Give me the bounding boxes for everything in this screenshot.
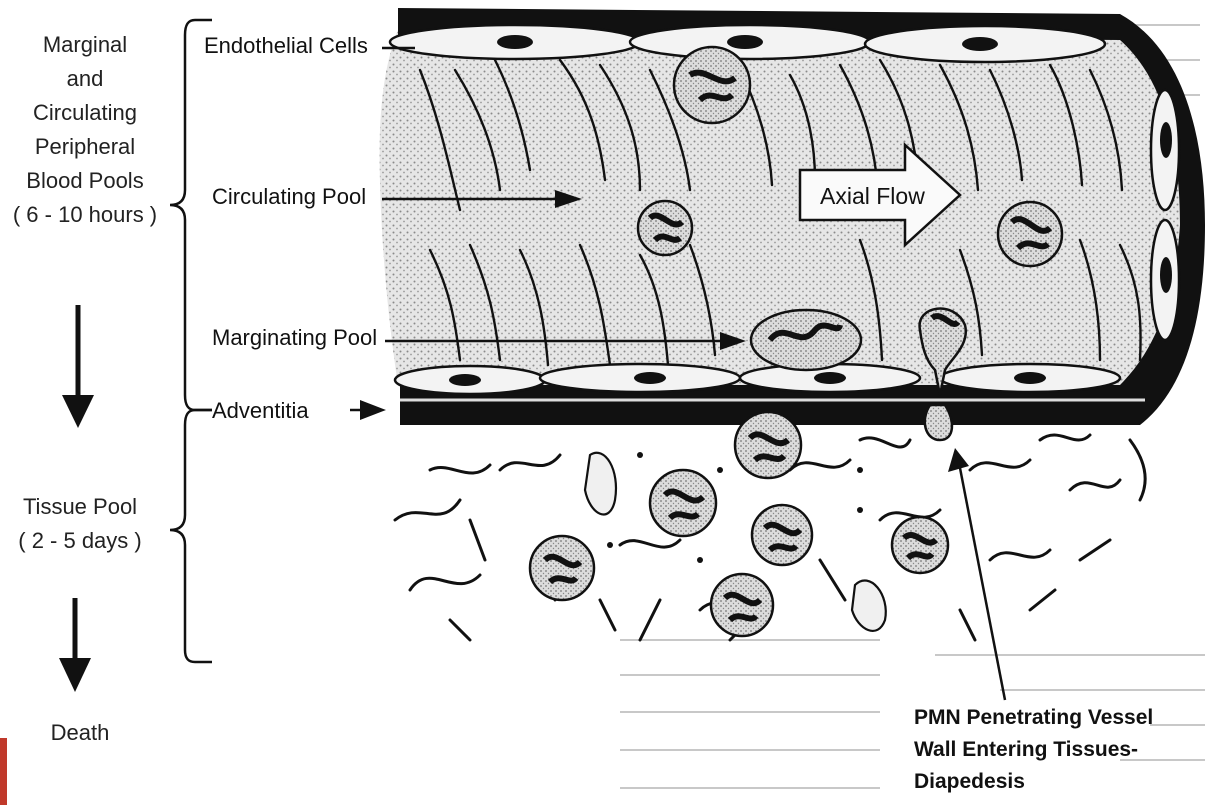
diapedesis-line: PMN Penetrating Vessel [914,702,1153,734]
blood-pool-line: and [0,62,170,96]
circulating-pool-label: Circulating Pool [212,184,366,210]
diapedesis-pointer [948,448,1005,700]
endothelial-nucleus [962,37,998,51]
tissue-pool-bracket [170,410,212,662]
blood-pool-label: Marginal and Circulating Peripheral Bloo… [0,28,170,232]
down-arrow-to-tissue [62,305,94,428]
tissue-pool-line: Tissue Pool [0,490,160,524]
endothelial-nucleus [1160,257,1172,293]
death-label: Death [30,716,130,750]
marginating-pool-label: Marginating Pool [212,325,377,351]
left-brackets [170,20,212,662]
tissue-pool-label: Tissue Pool ( 2 - 5 days ) [0,490,160,558]
adventitia-label: Adventitia [212,398,309,424]
endothelial-nucleus [634,372,666,384]
diapedesis-label: PMN Penetrating Vessel Wall Entering Tis… [914,702,1153,798]
endothelial-nucleus [449,374,481,386]
endothelial-nucleus [727,35,763,49]
blood-pool-line: Blood Pools [0,164,170,198]
endothelial-nucleus [814,372,846,384]
blood-pool-line: Peripheral [0,130,170,164]
diapedesis-line: Diapedesis [914,766,1153,798]
blood-pool-line: Marginal [0,28,170,62]
diapedesis-line: Wall Entering Tissues- [914,734,1153,766]
blood-pool-line: Circulating [0,96,170,130]
tissue-pool-line: ( 2 - 5 days ) [0,524,160,558]
blood-pool-bracket [170,20,212,410]
tissue-particles [607,452,863,563]
blood-pool-line: ( 6 - 10 hours ) [0,198,170,232]
axial-flow-label: Axial Flow [820,183,925,210]
red-scan-edge [0,738,7,805]
down-arrow-to-death [59,598,91,692]
endothelial-cells-label: Endothelial Cells [204,33,368,59]
adventitia-pointer [350,400,386,420]
endothelial-nucleus [497,35,533,49]
endothelial-nucleus [1160,122,1172,158]
endothelial-nucleus [1014,372,1046,384]
